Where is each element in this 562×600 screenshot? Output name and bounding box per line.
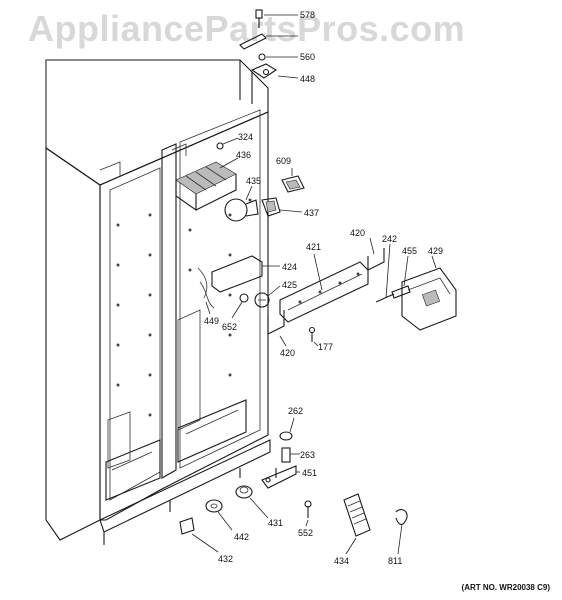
art-number: (ART NO. WR20038 C9) [461,583,550,592]
part-432-roller [179,517,219,553]
label-421: 421 [306,242,321,252]
part-429-housing [401,255,457,331]
label-177: 177 [318,342,333,352]
part-811-spring [395,509,408,555]
part-262-bushing [279,417,295,441]
part-449-harness [205,301,211,315]
part-652-spacer [231,293,249,319]
label-429: 429 [428,246,443,256]
part-263-pin [281,447,300,463]
label-431: 431 [268,518,283,528]
part-448-clip [250,63,299,79]
label-449: 449 [204,316,219,326]
label-435: 435 [246,176,261,186]
label-420-lower: 420 [280,348,295,358]
part-560-screw [258,53,298,61]
part-437-socket [261,197,303,217]
part-552-screw [304,500,312,527]
label-451: 451 [302,468,317,478]
label-420-upper: 420 [350,228,365,238]
label-455: 455 [402,246,417,256]
label-442: 442 [234,532,249,542]
label-578: 578 [300,10,315,20]
part-421-control-bracket [279,253,369,323]
label-242: 242 [382,234,397,244]
label-432: 432 [218,554,233,564]
label-811: 811 [388,556,402,566]
liner-mounting-holes [116,198,252,417]
part-rod [239,33,298,50]
part-442-washer [205,499,233,531]
label-448: 448 [300,74,315,84]
label-324: 324 [238,132,253,142]
label-652: 652 [222,322,237,332]
part-242-pin [375,243,395,303]
label-425: 425 [282,280,297,290]
label-262: 262 [288,406,303,416]
part-435-bulb [224,185,259,222]
part-578-screw [255,9,298,28]
label-263: 263 [300,450,315,460]
part-436-light-shield [175,157,239,212]
part-451-hinge [261,465,300,489]
part-434-grille [343,493,371,555]
part-420-clip-lower [267,310,287,347]
label-552: 552 [298,528,313,538]
cabinet-liner [45,59,271,545]
part-431-cap [235,485,269,519]
part-420-clip-upper [367,237,385,271]
label-437: 437 [304,208,319,218]
part-177-screw [308,326,319,347]
part-324-screw [216,137,239,150]
part-425-knob [254,285,281,308]
part-609-switch [281,168,305,193]
part-424-thermostat [197,255,280,309]
label-424: 424 [282,262,297,272]
label-609: 609 [276,156,291,166]
part-455-clip [391,255,411,299]
label-434: 434 [334,556,349,566]
label-560: 560 [300,52,315,62]
label-436: 436 [236,150,251,160]
